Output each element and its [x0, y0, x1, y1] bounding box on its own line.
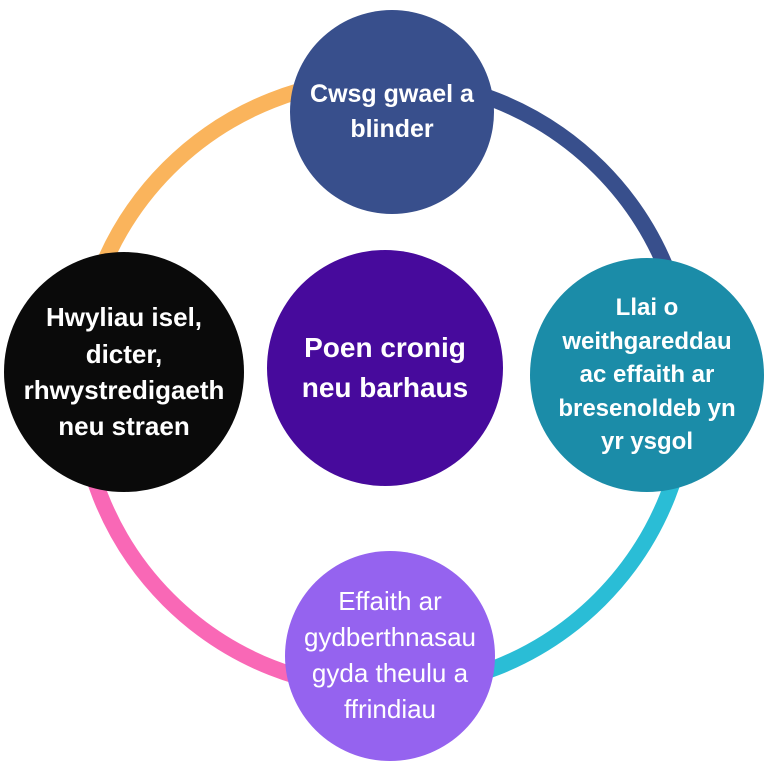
node-sleep-label: Cwsg gwael a blinder: [310, 79, 474, 144]
node-sleep-circle: Cwsg gwael a blinder: [290, 10, 494, 214]
node-mood-label: Hwyliau isel, dicter, rhwystredigaeth ne…: [23, 302, 225, 442]
node-relationships-label: Effaith ar gydberthnasau gyda theulu a f…: [303, 586, 477, 724]
node-center-pain-label: Poen cronig neu barhaus: [301, 331, 469, 403]
node-activities-label: Llai o weithgareddau ac effaith ar brese…: [558, 294, 736, 456]
node-relationships-circle: Effaith ar gydberthnasau gyda theulu a f…: [285, 551, 495, 761]
node-center-pain-circle: Poen cronig neu barhaus: [267, 250, 503, 486]
node-mood-circle: Hwyliau isel, dicter, rhwystredigaeth ne…: [4, 252, 244, 492]
node-activities-circle: Llai o weithgareddau ac effaith ar brese…: [530, 258, 764, 492]
